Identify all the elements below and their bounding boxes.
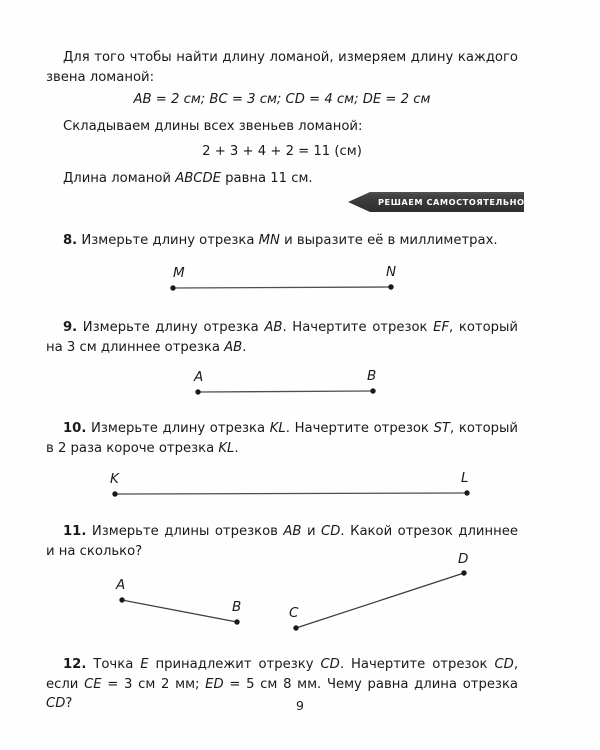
segment-mn: M N (170, 264, 396, 291)
task-12-point-e: E (140, 657, 149, 672)
task-8-number: 8. (63, 233, 78, 248)
label-m: M (173, 265, 185, 281)
task-10-segment-kl-2: KL (218, 440, 235, 456)
banner-label: РЕШАЕМ САМОСТОЯТЕЛЬНО (378, 197, 525, 207)
task-9-text-mid: . Начертите отрезок (282, 320, 434, 335)
task-8-text-after: и выразите её в миллиметрах. (279, 233, 498, 248)
formula-segment-lengths: AB = 2 см; BC = 3 см; CD = 4 см; DE = 2 … (133, 92, 431, 107)
task-10-text-before: Измерьте длину отрезка (86, 421, 270, 436)
label-k: K (110, 471, 120, 487)
task-10-number: 10. (63, 421, 87, 436)
task-9-text-before: Измерьте длину отрезка (77, 320, 265, 335)
task-12-text-mid3: , если (46, 657, 519, 692)
label-a-task11: A (115, 577, 125, 593)
segment-cd-task11: C D (289, 551, 468, 631)
task-9-segment-ab: AB (264, 320, 283, 335)
intro-formula-1: AB = 2 см; BC = 3 см; CD = 4 см; DE = 2 … (46, 90, 518, 110)
task-9-text-mid2: , который на 3 см длиннее отрезка (46, 320, 518, 355)
intro-paragraph-3: Длина ломаной ABCDE равна 11 см. (46, 169, 518, 189)
task-12-text-mid4: = 3 см 2 мм; (101, 676, 206, 692)
task-12-text-before: Точка (86, 657, 141, 672)
label-b-task9: B (367, 368, 376, 384)
task-12-segment-cd: CD (320, 657, 340, 672)
label-b-task11: B (232, 599, 241, 615)
task-11-number: 11. (63, 524, 87, 539)
task-9-text-after: . (242, 339, 247, 355)
task-12-text-end: ? (65, 696, 73, 711)
intro-line-3-suffix: равна 11 см. (220, 171, 313, 186)
task-10-text-mid: . Начертите отрезок (285, 421, 434, 436)
task-11-text: 11. Измерьте длины отрезков AB и CD. Как… (46, 522, 518, 561)
task-9-number: 9. (63, 320, 78, 335)
intro-line-2: Складываем длины всех звеньев ломаной: (63, 119, 363, 134)
polyline-name: ABCDE (175, 171, 221, 186)
task-11-text-mid: и (301, 524, 322, 539)
task-12-number: 12. (63, 657, 87, 672)
segment-kl: K L (110, 470, 470, 497)
label-a-task9: A (193, 369, 203, 385)
task-11-text-after: . Какой отрезок длиннее и на сколько? (46, 524, 518, 559)
task-10-text-after: . (234, 440, 239, 456)
intro-line-1: Для того чтобы найти длину ломаной, изме… (46, 50, 518, 85)
task-12-segment-ce: CE (84, 676, 102, 692)
task-10-segment-kl: KL (269, 421, 286, 436)
page-number: 9 (296, 698, 304, 713)
task-12-text-after: = 5 см 8 мм. Чему равна длина отрезка (223, 676, 518, 692)
intro-line-3: Длина ломаной ABCDE равна 11 см. (46, 169, 518, 189)
task-8-text-before: Измерьте длину отрезка (77, 233, 259, 248)
segment-ab-task11: A B (115, 577, 241, 625)
banner-arrow-shape (348, 192, 524, 212)
task-10-segment-st: ST (433, 421, 450, 436)
self-study-banner: РЕШАЕМ САМОСТОЯТЕЛЬНО (348, 191, 524, 213)
task-10-text: 10. Измерьте длину отрезка KL. Начертите… (46, 419, 518, 458)
task-12-text-mid: принадлежит отрезку (148, 657, 321, 672)
task-12-segment-cd-2: CD (494, 657, 514, 672)
label-n: N (386, 264, 396, 280)
task-9-segment-ab-2: AB (224, 339, 243, 355)
segment-ab-task9: A B (193, 368, 376, 395)
intro-formula-2: 2 + 3 + 4 + 2 = 11 (см) (46, 142, 518, 162)
task-11-segment-ab: AB (283, 524, 302, 539)
task-12-segment-ed: ED (205, 676, 224, 692)
intro-paragraph-1: Для того чтобы найти длину ломаной, изме… (46, 48, 518, 87)
task-8-segment-mn: MN (258, 233, 280, 248)
task-12-segment-cd-3: CD (46, 696, 66, 711)
label-l: L (461, 470, 469, 486)
task-8-text: 8. Измерьте длину отрезка MN и выразите … (46, 231, 518, 251)
task-11-text-before: Измерьте длины отрезков (86, 524, 284, 539)
label-c-task11: C (289, 605, 299, 621)
task-9-text: 9. Измерьте длину отрезка AB. Начертите … (46, 318, 518, 357)
task-9-segment-ef: EF (433, 320, 450, 335)
intro-paragraph-2: Складываем длины всех звеньев ломаной: (46, 117, 518, 137)
task-12-text: 12. Точка E принадлежит отрезку CD. Наче… (46, 655, 518, 714)
intro-line-3-prefix: Длина ломаной (63, 171, 176, 186)
task-12-text-mid2: . Начертите отрезок (339, 657, 495, 672)
task-10-text-mid2: , который в 2 раза короче отрезка (46, 421, 518, 456)
task-11-segment-cd: CD (321, 524, 341, 539)
formula-sum: 2 + 3 + 4 + 2 = 11 (см) (202, 144, 362, 159)
